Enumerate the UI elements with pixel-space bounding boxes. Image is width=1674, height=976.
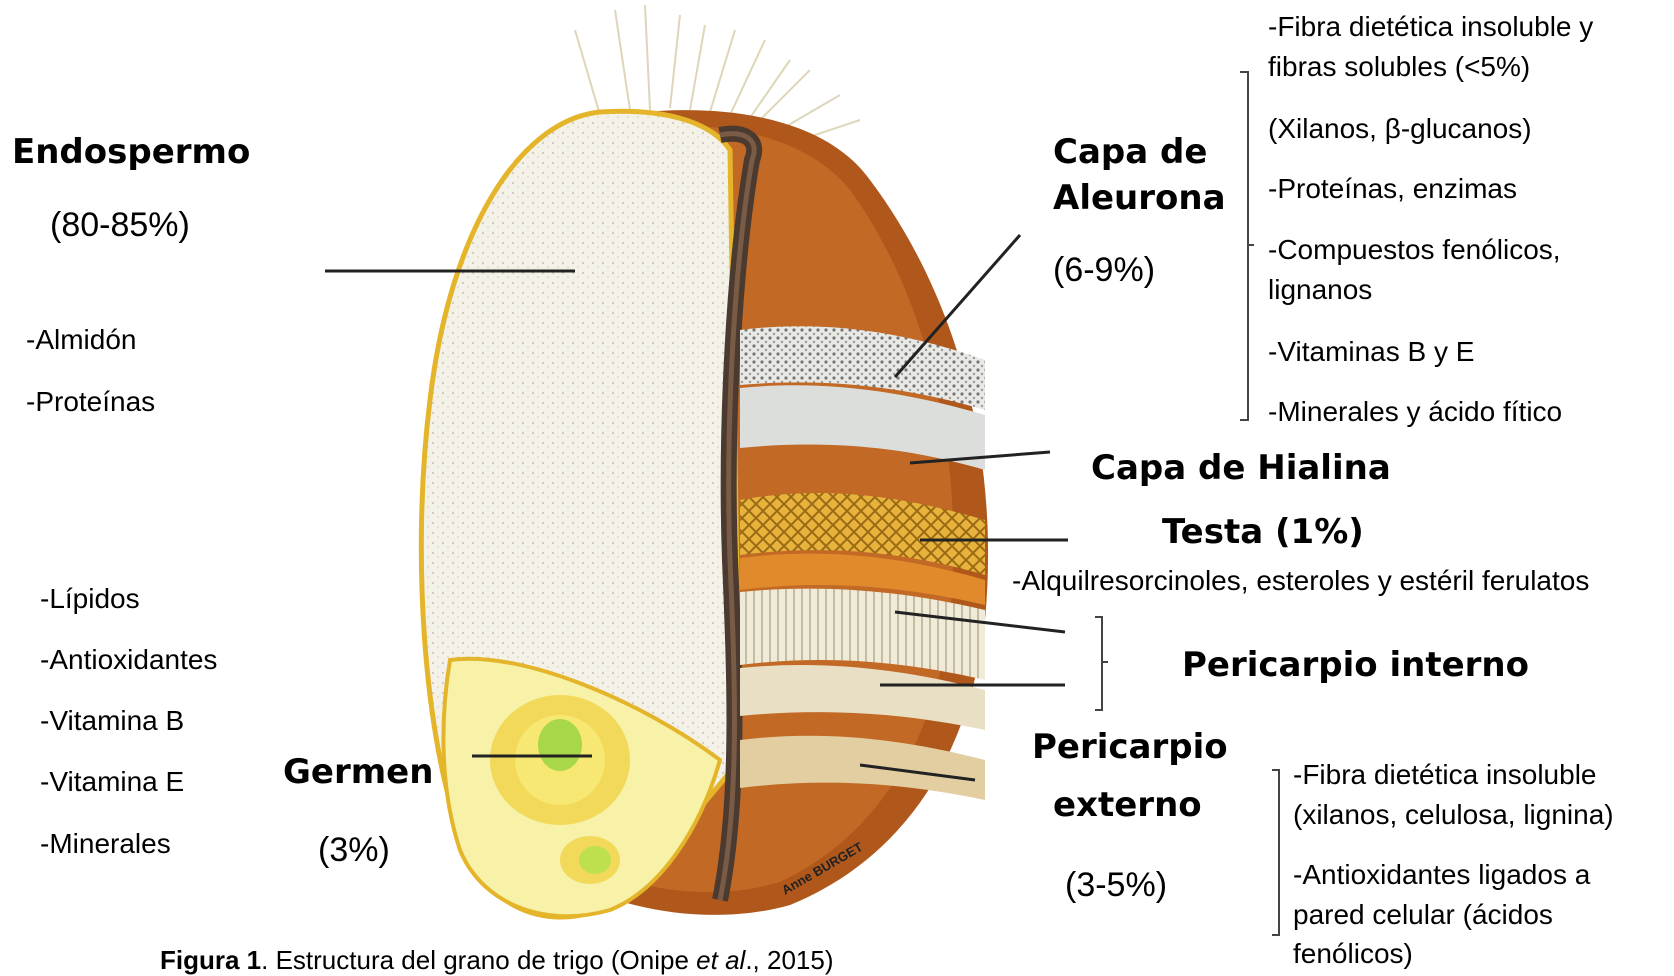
outer-pericarp-item: (xilanos, celulosa, lignina) (1293, 798, 1614, 832)
germ-percent: (3%) (318, 830, 390, 871)
aleurone-item: (Xilanos, β-glucanos) (1268, 112, 1532, 146)
caption-etal: et al (696, 945, 745, 975)
aleurone-title-line1: Capa de (1053, 132, 1207, 173)
caption-text-end: ., 2015) (745, 945, 833, 975)
germ-item: -Vitamina B (40, 704, 184, 738)
aleurone-item: fibras solubles (<5%) (1268, 50, 1530, 84)
outer-pericarp-item: fenólicos) (1293, 937, 1413, 971)
aleurone-percent: (6-9%) (1053, 250, 1155, 291)
outer-pericarp-title-line1: Pericarpio (1032, 727, 1228, 768)
aleurone-item: -Proteínas, enzimas (1268, 172, 1517, 206)
aleurone-item: lignanos (1268, 273, 1372, 307)
aleurone-title-line2: Aleurona (1053, 178, 1226, 219)
caption-figure-label: Figura 1 (160, 945, 261, 975)
endosperm-item: -Almidón (26, 323, 136, 357)
aleurone-item: -Vitaminas B y E (1268, 335, 1474, 369)
outer-pericarp-title-line2: externo (1053, 785, 1202, 826)
germ-item: -Vitamina E (40, 765, 184, 799)
germ-item: -Antioxidantes (40, 643, 217, 677)
endosperm-title: Endospermo (12, 132, 250, 173)
germ-item: -Lípidos (40, 582, 140, 616)
endosperm-percent: (80-85%) (50, 205, 190, 246)
hyaline-title: Capa de Hialina (1091, 448, 1391, 489)
testa-items: -Alquilresorcinoles, esteroles y estéril… (1012, 564, 1589, 598)
outer-pericarp-item: -Fibra dietética insoluble (1293, 758, 1597, 792)
aleurone-item: -Fibra dietética insoluble y (1268, 10, 1593, 44)
figure-caption: Figura 1. Estructura del grano de trigo … (160, 945, 833, 976)
inner-pericarp-title: Pericarpio interno (1182, 645, 1529, 686)
germ-item: -Minerales (40, 827, 171, 861)
germ-title: Germen (283, 752, 433, 793)
testa-title: Testa (1%) (1162, 512, 1364, 553)
aleurone-item: -Minerales y ácido fítico (1268, 395, 1562, 429)
outer-pericarp-percent: (3-5%) (1065, 865, 1167, 906)
caption-text: . Estructura del grano de trigo (Onipe (261, 945, 696, 975)
outer-pericarp-item: pared celular (ácidos (1293, 898, 1553, 932)
aleurone-item: -Compuestos fenólicos, (1268, 233, 1561, 267)
outer-pericarp-item: -Antioxidantes ligados a (1293, 858, 1590, 892)
endosperm-item: -Proteínas (26, 385, 155, 419)
